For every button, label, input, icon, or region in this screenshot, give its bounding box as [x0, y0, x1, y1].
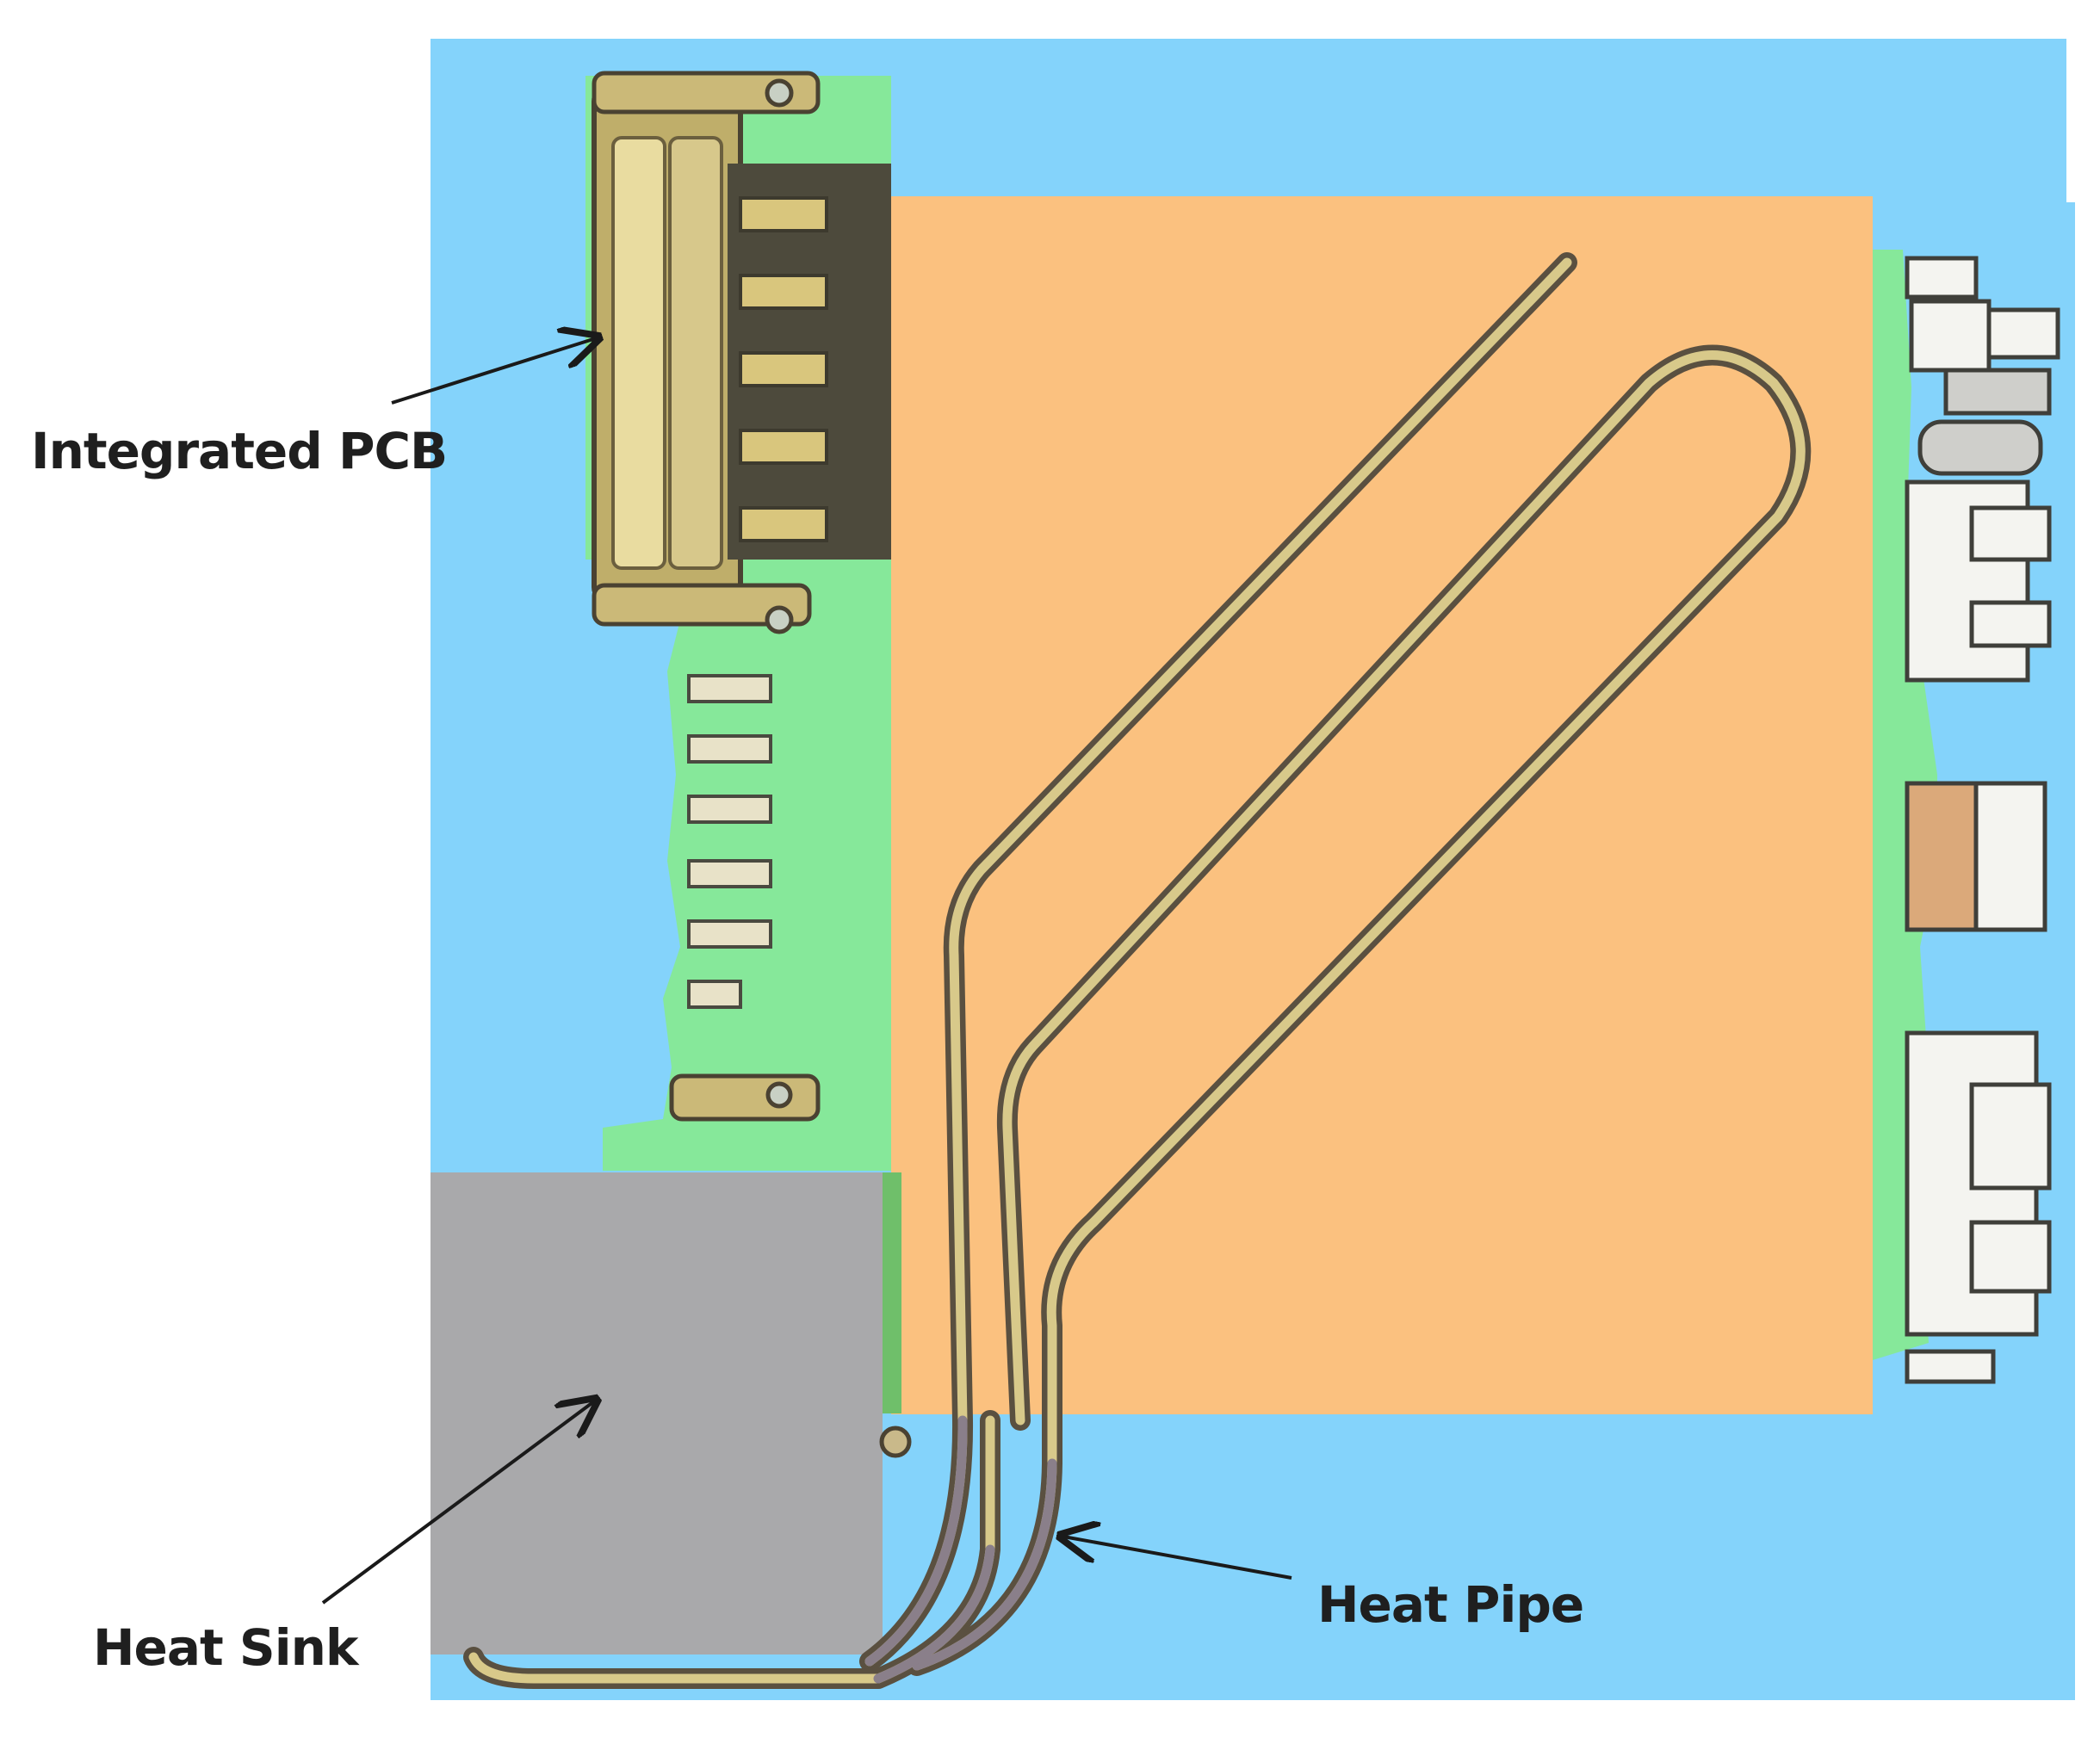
- heat-sink-edge-board: [883, 1172, 901, 1413]
- heat-sink: [431, 1172, 883, 1655]
- label-heat-pipe: Heat Pipe: [1317, 1575, 1584, 1634]
- arrow-heat-sink: [321, 1401, 594, 1605]
- arrow-heat-pipe: [1063, 1537, 1292, 1580]
- label-integrated-pcb: Integrated PCB: [31, 422, 448, 480]
- pcb-connector-top: [592, 71, 891, 634]
- pcb-components-right: [1905, 256, 2060, 1384]
- label-heat-sink: Heat Sink: [93, 1618, 358, 1677]
- arrow-integrated-pcb: [391, 338, 596, 405]
- pcb-bracket-bottom: [669, 1073, 821, 1122]
- pcb-pads-left: [687, 674, 772, 1009]
- heat-sink-screw: [879, 1426, 912, 1458]
- background-panel-notch: [2066, 39, 2100, 202]
- heat-pipe-group: [463, 252, 1812, 1689]
